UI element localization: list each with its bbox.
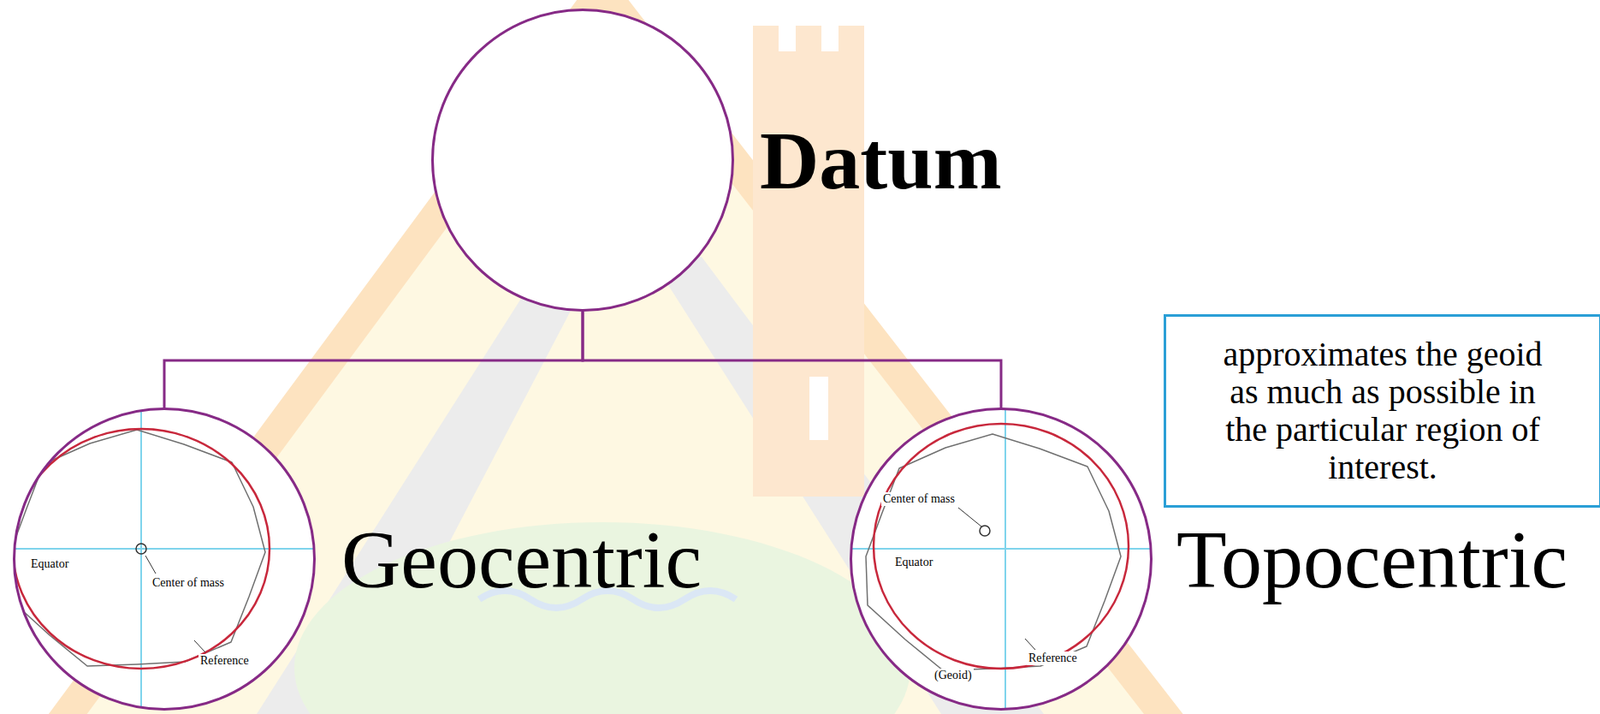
- topocentric-figure: [847, 402, 1156, 714]
- figure-label: Reference: [198, 653, 251, 668]
- heading-group: Datum: [759, 112, 1002, 208]
- tree-connector: [582, 311, 1002, 408]
- watermark-tower: [838, 25, 865, 60]
- note-box: approximates the geoid as much as possib…: [1163, 314, 1600, 508]
- figure-label: Center of mass: [881, 491, 957, 506]
- mass-centre: [979, 525, 990, 536]
- tree-connector: [164, 311, 583, 408]
- watermark-window: [809, 376, 829, 440]
- heading-group: Geocentric: [341, 511, 702, 607]
- ellipsoid: [12, 428, 270, 669]
- watermark-tower: [795, 25, 822, 60]
- axis: [1004, 402, 1007, 714]
- mass-centre: [136, 543, 147, 554]
- circle-outline: [432, 10, 734, 311]
- node-heading: Datum: [759, 112, 1002, 208]
- ellipsoid: [873, 423, 1129, 669]
- figure-label: Center of mass: [150, 575, 226, 590]
- node-heading: Geocentric: [341, 511, 702, 607]
- figure-label: Equator: [29, 557, 71, 571]
- node-heading: Topocentric: [1176, 511, 1568, 607]
- leader-line: [194, 640, 206, 652]
- circle-outline: [851, 408, 1152, 710]
- note-text: approximates the geoid as much as possib…: [1214, 335, 1553, 486]
- figure-label: (Geoid): [932, 668, 974, 682]
- datum-circle: Datum: [431, 8, 735, 312]
- disc: [13, 408, 315, 710]
- heading-group: Topocentric: [1176, 511, 1568, 607]
- disc: [850, 408, 1152, 710]
- circle-outline: [14, 408, 315, 710]
- axis: [140, 402, 143, 714]
- disc: [432, 9, 734, 311]
- geocentric-figure: [8, 402, 317, 714]
- figure-label: Equator: [893, 555, 935, 569]
- figure-label: Reference: [1026, 651, 1079, 665]
- geoid-line: [865, 433, 1121, 670]
- watermark-tower: [752, 25, 779, 60]
- leader-line: [145, 555, 156, 574]
- axis: [847, 547, 1156, 550]
- leader-line: [958, 507, 982, 527]
- circle-outline: [431, 8, 735, 312]
- leader-line: [1025, 638, 1036, 650]
